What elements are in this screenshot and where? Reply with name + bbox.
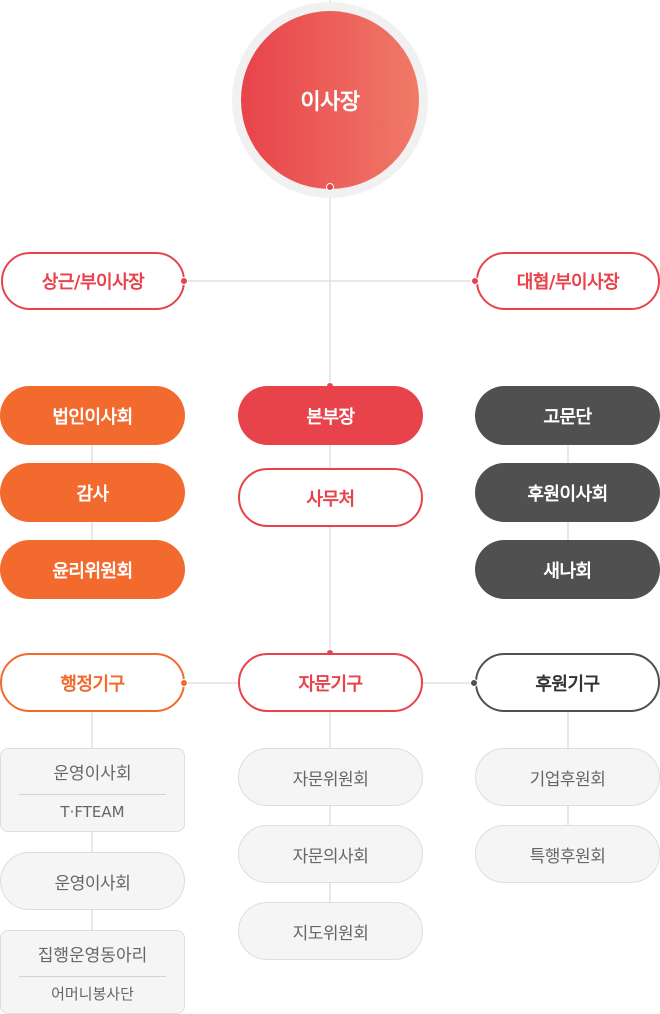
- advisory-group-node[interactable]: 자문기구: [238, 653, 423, 712]
- connector-dot: [471, 277, 479, 285]
- connector-dot: [326, 183, 334, 191]
- operations-board-tf-box[interactable]: 운영이사회 T·FTEAM: [0, 748, 185, 832]
- tf-team-label: T·FTEAM: [60, 802, 125, 821]
- saena-club-node[interactable]: 새나회: [475, 540, 660, 599]
- ethics-committee-node[interactable]: 윤리위원회: [0, 540, 185, 599]
- special-sponsors-node[interactable]: 특행후원회: [475, 825, 660, 883]
- guidance-committee-label: 지도위원회: [292, 923, 369, 944]
- connector-dot: [180, 679, 188, 687]
- secretariat-label: 사무처: [306, 488, 355, 510]
- support-group-label: 후원기구: [535, 673, 600, 695]
- guidance-committee-node[interactable]: 지도위원회: [238, 902, 423, 960]
- board-of-directors-label: 법인이사회: [52, 406, 133, 428]
- vice-left-label: 상근/부이사장: [41, 272, 145, 293]
- vice-right-label: 대협/부이사장: [516, 272, 620, 293]
- advisors-node[interactable]: 고문단: [475, 386, 660, 445]
- corporate-sponsors-node[interactable]: 기업후원회: [475, 748, 660, 806]
- admin-group-node[interactable]: 행정기구: [0, 653, 185, 712]
- execution-club-label: 집행운영동아리: [19, 931, 166, 977]
- general-manager-label: 본부장: [306, 406, 355, 428]
- mothers-volunteer-label: 어머니봉사단: [51, 985, 134, 1003]
- saena-club-label: 새나회: [543, 560, 592, 582]
- ethics-committee-label: 윤리위원회: [52, 560, 133, 582]
- sponsor-board-label: 후원이사회: [527, 483, 608, 505]
- ceo-label: 이사장: [300, 90, 360, 115]
- corporate-sponsors-label: 기업후원회: [529, 769, 606, 790]
- special-sponsors-label: 특행후원회: [529, 846, 606, 867]
- execution-club-box[interactable]: 집행운영동아리 어머니봉사단: [0, 930, 185, 1014]
- audit-label: 감사: [76, 483, 109, 505]
- advisory-committee-label: 자문위원회: [292, 769, 369, 790]
- vice-left-node[interactable]: 상근/부이사장: [1, 252, 185, 310]
- connector-dot: [470, 679, 478, 687]
- vice-right-node[interactable]: 대협/부이사장: [476, 252, 660, 310]
- ceo-node[interactable]: 이사장: [241, 11, 419, 189]
- board-of-directors-node[interactable]: 법인이사회: [0, 386, 185, 445]
- advisory-doctors-node[interactable]: 자문의사회: [238, 825, 423, 883]
- admin-group-label: 행정기구: [60, 673, 125, 695]
- sponsor-board-node[interactable]: 후원이사회: [475, 463, 660, 522]
- advisory-doctors-label: 자문의사회: [292, 846, 369, 867]
- operations-board-label-2: 운영이사회: [54, 873, 131, 894]
- advisory-group-label: 자문기구: [298, 673, 363, 695]
- connector-dot: [180, 277, 188, 285]
- advisory-committee-node[interactable]: 자문위원회: [238, 748, 423, 806]
- operations-board-label: 운영이사회: [19, 749, 166, 795]
- operations-board-node[interactable]: 운영이사회: [0, 852, 185, 910]
- general-manager-node[interactable]: 본부장: [238, 386, 423, 445]
- secretariat-node[interactable]: 사무처: [238, 468, 423, 527]
- audit-node[interactable]: 감사: [0, 463, 185, 522]
- advisors-label: 고문단: [543, 406, 592, 428]
- support-group-node[interactable]: 후원기구: [475, 653, 660, 712]
